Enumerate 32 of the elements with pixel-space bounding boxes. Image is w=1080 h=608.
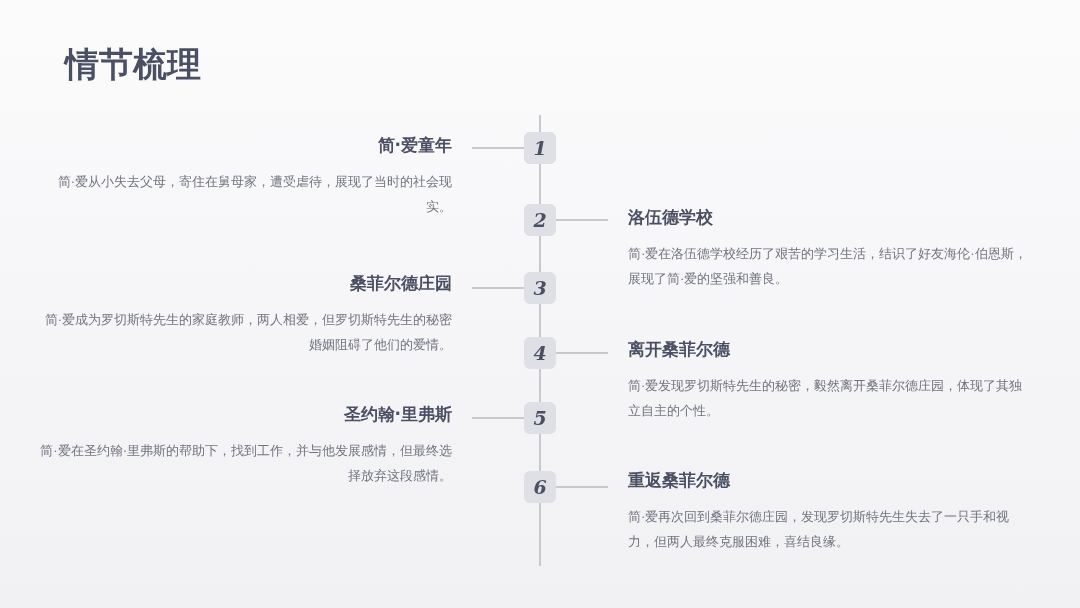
- event-description: 简·爱在圣约翰·里弗斯的帮助下，找到工作，并与他发展感情，但最终选择放弃这段感情。: [40, 442, 452, 485]
- timeline-line: [539, 368, 541, 403]
- leader-line: [471, 147, 525, 149]
- event-heading: 桑菲尔德庄园: [349, 272, 452, 295]
- step-number-box: 3: [524, 272, 556, 304]
- event-heading: 简·爱童年: [376, 134, 452, 157]
- step-number-box: 6: [524, 471, 556, 503]
- leader-line: [555, 486, 609, 488]
- event-description: 简·爱成为罗切斯特先生的家庭教师，两人相爱，但罗切斯特先生的秘密婚姻阻碍了他们的爱情。: [43, 311, 452, 354]
- leader-line: [555, 219, 609, 221]
- step-number-box: 1: [524, 132, 556, 164]
- timeline-line: [539, 502, 541, 567]
- timeline-line: [539, 163, 541, 205]
- step-number-box: 5: [524, 402, 556, 434]
- timeline-line: [539, 114, 541, 133]
- event-description: 简·爱发现罗切斯特先生的秘密，毅然离开桑菲尔德庄园，体现了其独立自主的个性。: [628, 377, 1024, 420]
- step-number-box: 4: [524, 337, 556, 369]
- leader-line: [471, 287, 525, 289]
- event-description: 简·爱在洛伍德学校经历了艰苦的学习生活，结识了好友海伦·伯恩斯，展现了简·爱的坚强和善良。: [628, 245, 1028, 288]
- event-description: 简·爱再次回到桑菲尔德庄园，发现罗切斯特先生失去了一只手和视力，但两人最终克服困难，喜结良缘。: [628, 508, 1011, 551]
- timeline-line: [539, 303, 541, 338]
- event-description: 简·爱从小失去父母，寄住在舅母家，遭受虐待，展现了当时的社会现实。: [56, 173, 452, 216]
- leader-line: [555, 352, 609, 354]
- timeline-line: [539, 235, 541, 273]
- timeline-line: [539, 433, 541, 472]
- event-heading: 离开桑菲尔德: [628, 338, 731, 361]
- event-heading: 圣约翰·里弗斯: [342, 403, 452, 426]
- event-heading: 洛伍德学校: [628, 206, 714, 229]
- step-number-box: 2: [524, 204, 556, 236]
- page-title: 情节梳理: [65, 43, 201, 86]
- event-heading: 重返桑菲尔德: [628, 469, 731, 492]
- leader-line: [471, 417, 525, 419]
